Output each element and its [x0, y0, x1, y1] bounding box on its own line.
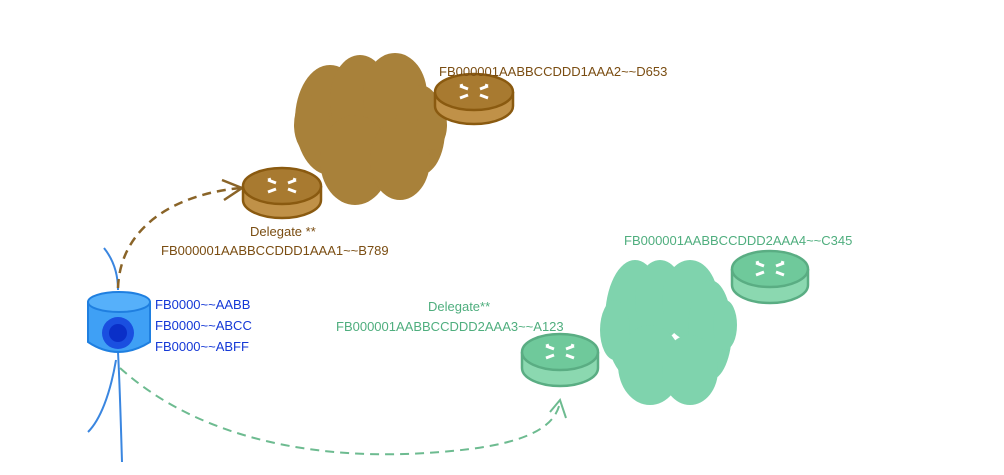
router-icon — [520, 332, 600, 388]
brown-dashed-arrow — [116, 186, 241, 289]
server-label: FB0000~~ABCC — [155, 318, 252, 333]
router-label: FB000001AABBCCDDD2AAA4~~C345 — [624, 233, 853, 248]
brown-cloud-icon — [294, 53, 447, 205]
server-label: FB0000~~ABFF — [155, 339, 249, 354]
server-label: FB0000~~AABB — [155, 297, 251, 312]
router-label: FB000001AABBCCDDD1AAA1~~B789 — [161, 243, 389, 258]
router-label: FB000001AABBCCDDD1AAA2~~D653 — [439, 64, 668, 79]
link-line — [87, 359, 117, 433]
link-line — [103, 247, 119, 291]
delegate-label: Delegate ** — [250, 224, 316, 239]
database-server-icon — [87, 291, 151, 353]
router-icon — [730, 249, 810, 305]
delegate-label: Delegate** — [428, 299, 491, 314]
green-dashed-arrow — [119, 367, 561, 456]
router-label: FB000001AABBCCDDD2AAA3~~A123 — [336, 319, 564, 334]
router-icon — [433, 72, 515, 126]
green-cloud-icon — [600, 260, 737, 405]
link-line — [117, 351, 123, 463]
router-icon — [241, 166, 323, 220]
